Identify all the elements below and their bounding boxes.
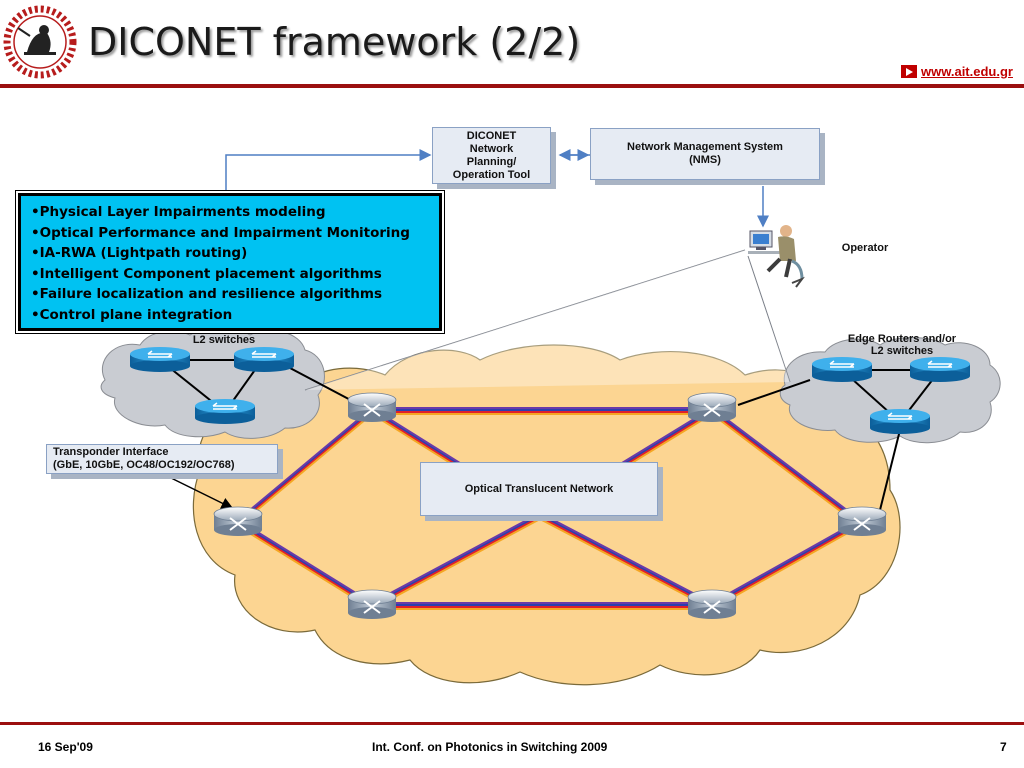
transponder-arrow [164, 474, 234, 509]
bullet-item: •Failure localization and resilience alg… [31, 286, 383, 302]
operator-label: Operator [841, 242, 889, 254]
play-icon [901, 65, 917, 78]
optical-node-6 [687, 589, 737, 619]
bullet-item: •Control plane integration [31, 306, 233, 323]
optical-node-2 [687, 392, 737, 422]
website-url[interactable]: www.ait.edu.gr [921, 64, 1013, 79]
footer-conference: Int. Conf. on Photonics in Switching 200… [372, 740, 608, 754]
capabilities-box: •Physical Layer Impairments modeling •Op… [18, 193, 442, 331]
fiber-links [237, 407, 861, 610]
optical-node-1 [347, 392, 397, 422]
slide-title: DICONET framework (2/2) [88, 20, 581, 64]
bullet-item: •Physical Layer Impairments modeling [31, 204, 326, 220]
transponder-interface-box: Transponder Interface (GbE, 10GbE, OC48/… [46, 444, 278, 474]
optical-node-3 [213, 506, 263, 536]
l2-switches-label: L2 switches [192, 334, 256, 346]
operator-icon [748, 225, 805, 288]
header-divider [0, 84, 1024, 88]
nms-box: Network Management System (NMS) [590, 128, 820, 180]
edge-routers-label: Edge Routers and/or L2 switches [847, 333, 957, 357]
bullet-item: •Optical Performance and Impairment Moni… [31, 224, 410, 241]
management-arrows [225, 149, 769, 228]
planning-tool-box: DICONET Network Planning/ Operation Tool [432, 127, 551, 184]
l2-switch-1 [130, 347, 190, 372]
footer-divider [0, 722, 1024, 725]
optical-node-5 [347, 589, 397, 619]
footer-date: 16 Sep'09 [38, 740, 93, 754]
ait-logo [3, 5, 77, 79]
website-link[interactable]: www.ait.edu.gr [901, 64, 1013, 79]
operator-view-triangle [304, 249, 791, 391]
edge-router-3 [870, 409, 930, 434]
l2-switch-2 [234, 347, 294, 372]
bullet-item: •Intelligent Component placement algorit… [31, 265, 382, 282]
l2-switch-3 [195, 399, 255, 424]
edge-router-2 [910, 357, 970, 382]
page-number: 7 [1000, 740, 1007, 754]
optical-network-box: Optical Translucent Network [420, 462, 658, 516]
edge-router-1 [812, 357, 872, 382]
bullet-item: •IA-RWA (Lightpath routing) [31, 245, 248, 261]
optical-node-4 [837, 506, 887, 536]
